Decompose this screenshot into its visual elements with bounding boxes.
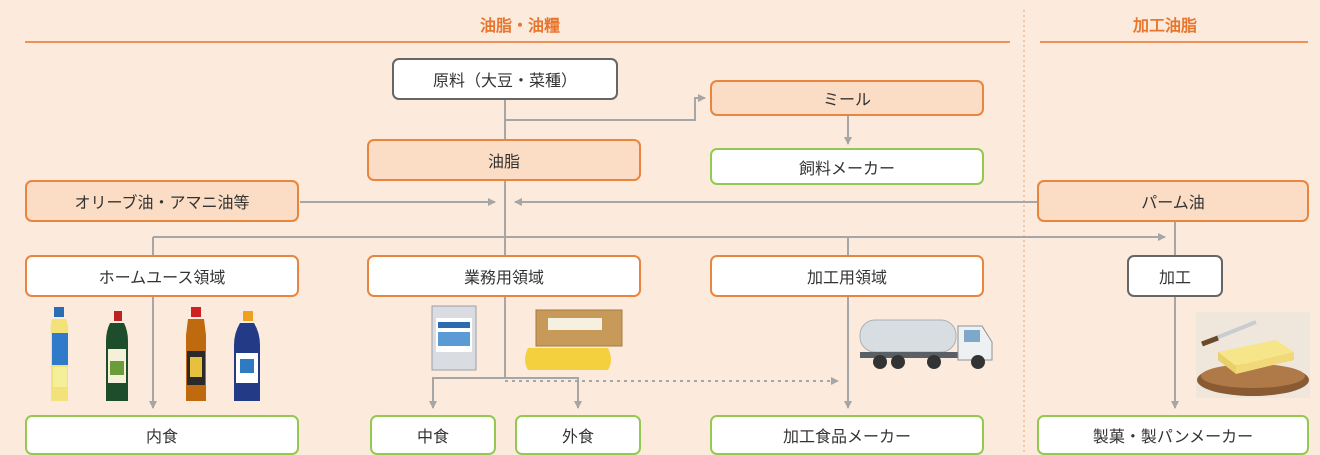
commercial-oil-containers-image [431, 305, 623, 371]
node-olive-linseed-oil: オリーブ油・アマニ油等 [25, 180, 299, 222]
node-confectionery-bakery-maker: 製菓・製パンメーカー [1037, 415, 1309, 455]
node-feed-maker: 飼料メーカー [710, 148, 984, 185]
node-palm-oil: パーム油 [1037, 180, 1309, 222]
tanker-truck-image [859, 319, 993, 369]
node-dining-out: 外食 [515, 415, 641, 455]
node-raw-materials: 原料（大豆・菜種） [392, 58, 618, 100]
node-processed-food-maker: 加工食品メーカー [710, 415, 984, 455]
oil-bottles-image [50, 307, 260, 401]
node-takeout-meals: 中食 [370, 415, 496, 455]
butter-block-image [1196, 312, 1310, 398]
node-meal: ミール [710, 80, 984, 116]
node-home-meals: 内食 [25, 415, 299, 455]
section-title-oils: 油脂・油糧 [479, 16, 560, 35]
node-home-use: ホームユース領域 [25, 255, 299, 297]
node-business-use: 業務用領域 [367, 255, 641, 297]
node-oils-fats: 油脂 [367, 139, 641, 181]
section-title-processed-fats: 加工油脂 [1132, 16, 1197, 35]
node-industrial-use: 加工用領域 [710, 255, 984, 297]
node-processing: 加工 [1127, 255, 1223, 297]
